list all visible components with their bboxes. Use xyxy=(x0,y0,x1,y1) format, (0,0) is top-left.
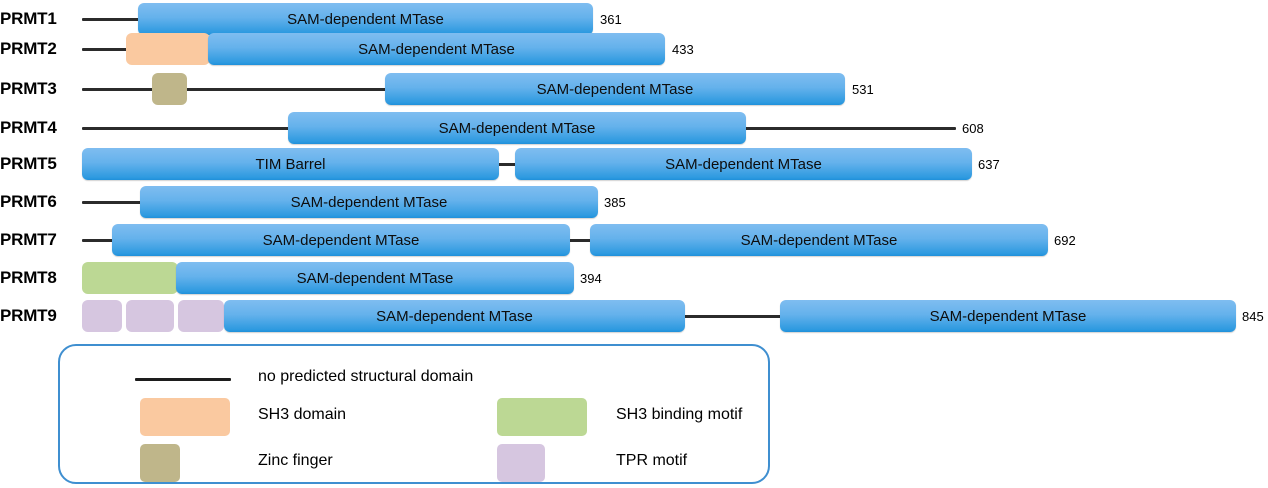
no-structural-domain-linker xyxy=(82,126,290,130)
protein-length-label: 845 xyxy=(1242,308,1264,324)
domain-block-sh3b xyxy=(82,262,178,294)
protein-row: PRMT8 SAM-dependent MTase 394 xyxy=(0,259,1268,297)
legend-label: SH3 domain xyxy=(258,406,347,423)
no-structural-domain-linker xyxy=(185,87,387,91)
protein-length-label: 531 xyxy=(852,81,874,97)
domain-block-tpr xyxy=(178,300,224,332)
domain-block-mtase: SAM-dependent MTase xyxy=(385,73,845,105)
legend-entry: SH3 domain xyxy=(60,398,772,436)
protein-name-label: PRMT7 xyxy=(0,230,57,249)
protein-row: PRMT3 SAM-dependent MTase 531 xyxy=(0,70,1268,108)
protein-row: PRMT4 SAM-dependent MTase 608 xyxy=(0,109,1268,147)
protein-length-label: 361 xyxy=(600,11,622,27)
no-structural-domain-linker xyxy=(82,47,128,51)
protein-name-label: PRMT8 xyxy=(0,268,57,287)
no-structural-domain-linker xyxy=(82,87,154,91)
legend-entry: TPR motif xyxy=(60,444,772,482)
protein-name-label: PRMT2 xyxy=(0,39,57,58)
protein-row: PRMT9 SAM-dependent MTase SAM-dependent MT… xyxy=(0,297,1268,335)
protein-length-label: 608 xyxy=(962,120,984,136)
protein-length-label: 385 xyxy=(604,194,626,210)
protein-length-label: 692 xyxy=(1054,232,1076,248)
legend-swatch-linker xyxy=(135,378,231,381)
protein-name-label: PRMT9 xyxy=(0,306,57,325)
domain-block-mtase: SAM-dependent MTase xyxy=(176,262,574,294)
legend-label: TPR motif xyxy=(616,452,688,469)
protein-row: PRMT5 TIM Barrel SAM-dependent MTase 637 xyxy=(0,145,1268,183)
legend-label: Zinc finger xyxy=(258,452,333,469)
protein-name-label: PRMT3 xyxy=(0,79,57,98)
legend-label: no predicted structural domain xyxy=(258,368,474,385)
protein-row: PRMT7 SAM-dependent MTase SAM-dependent MT… xyxy=(0,221,1268,259)
domain-block-mtase: SAM-dependent MTase xyxy=(288,112,746,144)
domain-block-tpr xyxy=(82,300,122,332)
no-structural-domain-linker xyxy=(744,126,956,130)
domain-block-tim: TIM Barrel xyxy=(82,148,499,180)
protein-name-label: PRMT1 xyxy=(0,9,57,28)
no-structural-domain-linker xyxy=(82,200,142,204)
domain-block-mtase: SAM-dependent MTase xyxy=(515,148,972,180)
legend-swatch-sh3b xyxy=(497,398,587,436)
legend-swatch-tpr xyxy=(497,444,545,482)
protein-name-label: PRMT6 xyxy=(0,192,57,211)
domain-block-mtase: SAM-dependent MTase xyxy=(140,186,598,218)
domain-block-mtase: SAM-dependent MTase xyxy=(112,224,570,256)
domain-block-mtase: SAM-dependent MTase xyxy=(224,300,685,332)
legend-swatch-sh3 xyxy=(140,398,230,436)
domain-block-sh3 xyxy=(126,33,210,65)
no-structural-domain-linker xyxy=(683,314,782,318)
domain-block-mtase: SAM-dependent MTase xyxy=(590,224,1048,256)
no-structural-domain-linker xyxy=(495,162,519,166)
domain-block-tpr xyxy=(126,300,174,332)
protein-name-label: PRMT5 xyxy=(0,154,57,173)
domain-block-mtase: SAM-dependent MTase xyxy=(138,3,593,35)
no-structural-domain-linker xyxy=(82,17,140,21)
protein-name-label: PRMT4 xyxy=(0,118,57,137)
legend-entry: no predicted structural domain xyxy=(60,362,772,396)
protein-row: PRMT2 SAM-dependent MTase 433 xyxy=(0,30,1268,68)
legend-entry: Zinc finger xyxy=(60,444,772,482)
protein-length-label: 394 xyxy=(580,270,602,286)
protein-length-label: 433 xyxy=(672,41,694,57)
protein-row: PRMT1 SAM-dependent MTase 361 xyxy=(0,0,1268,38)
no-structural-domain-linker xyxy=(566,238,594,242)
no-structural-domain-linker xyxy=(82,238,114,242)
protein-length-label: 637 xyxy=(978,156,1000,172)
domain-block-zinc xyxy=(152,73,187,105)
domain-block-mtase: SAM-dependent MTase xyxy=(208,33,665,65)
domain-block-mtase: SAM-dependent MTase xyxy=(780,300,1236,332)
legend-label: SH3 binding motif xyxy=(616,406,743,423)
protein-row: PRMT6 SAM-dependent MTase 385 xyxy=(0,183,1268,221)
legend-swatch-zinc xyxy=(140,444,180,482)
legend-entry: SH3 binding motif xyxy=(60,398,772,436)
